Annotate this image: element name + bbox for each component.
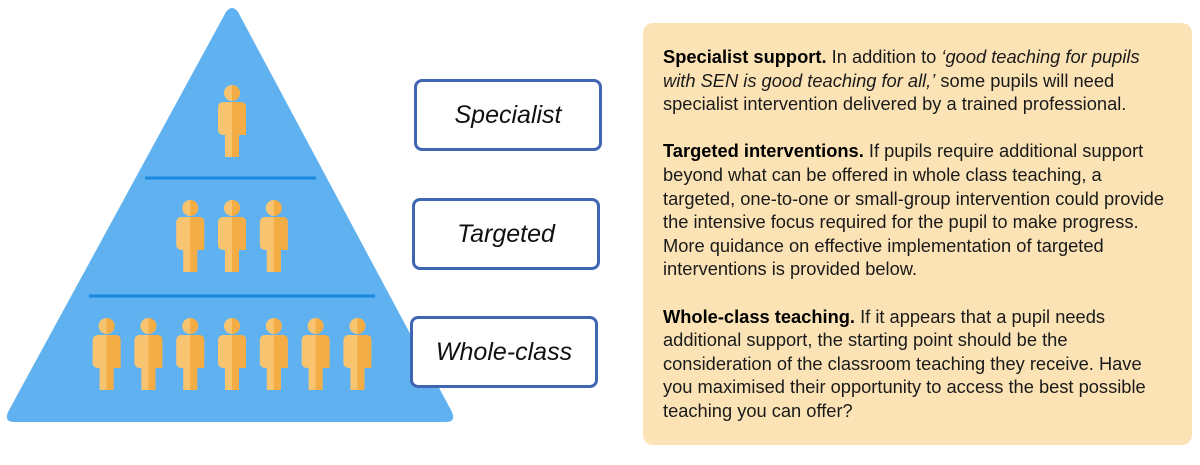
person-icon: [218, 200, 246, 272]
targeted-heading: Targeted interventions.: [663, 140, 864, 162]
person-icon: [301, 318, 330, 390]
label-targeted: Targeted: [412, 198, 600, 270]
specialist-text-after: some pupils will need specialist interve…: [663, 69, 1127, 115]
targeted-paragraph: Targeted interventions. If pupils requir…: [663, 139, 1172, 281]
pyramid-diagram: [6, 8, 454, 422]
person-icon: [259, 318, 288, 390]
specialist-paragraph: Specialist support. In addition to ‘good…: [663, 45, 1172, 116]
label-specialist: Specialist: [414, 79, 602, 151]
person-icon: [92, 318, 121, 390]
person-icon: [218, 85, 246, 157]
whole-class-text: If it appears that a pupil needs additio…: [663, 305, 1146, 421]
specialist-quote: ‘good teaching for pupils with SEN is go…: [663, 46, 1140, 91]
label-whole-class: Whole-class: [410, 316, 598, 388]
person-icon: [259, 200, 288, 272]
specialist-heading: Specialist support.: [663, 46, 827, 67]
explanation-panel: Specialist support. In addition to ‘good…: [643, 23, 1192, 445]
person-icon: [218, 318, 246, 390]
person-icon: [343, 318, 372, 390]
person-icon: [176, 318, 205, 390]
whole-class-heading: Whole-class teaching.: [663, 305, 855, 327]
whole-class-paragraph: Whole-class teaching. If it appears that…: [663, 305, 1172, 423]
person-icon: [176, 200, 205, 272]
targeted-text: If pupils require additional support bey…: [663, 140, 1164, 280]
specialist-text-before: In addition to: [826, 46, 942, 67]
person-icon: [134, 318, 163, 390]
